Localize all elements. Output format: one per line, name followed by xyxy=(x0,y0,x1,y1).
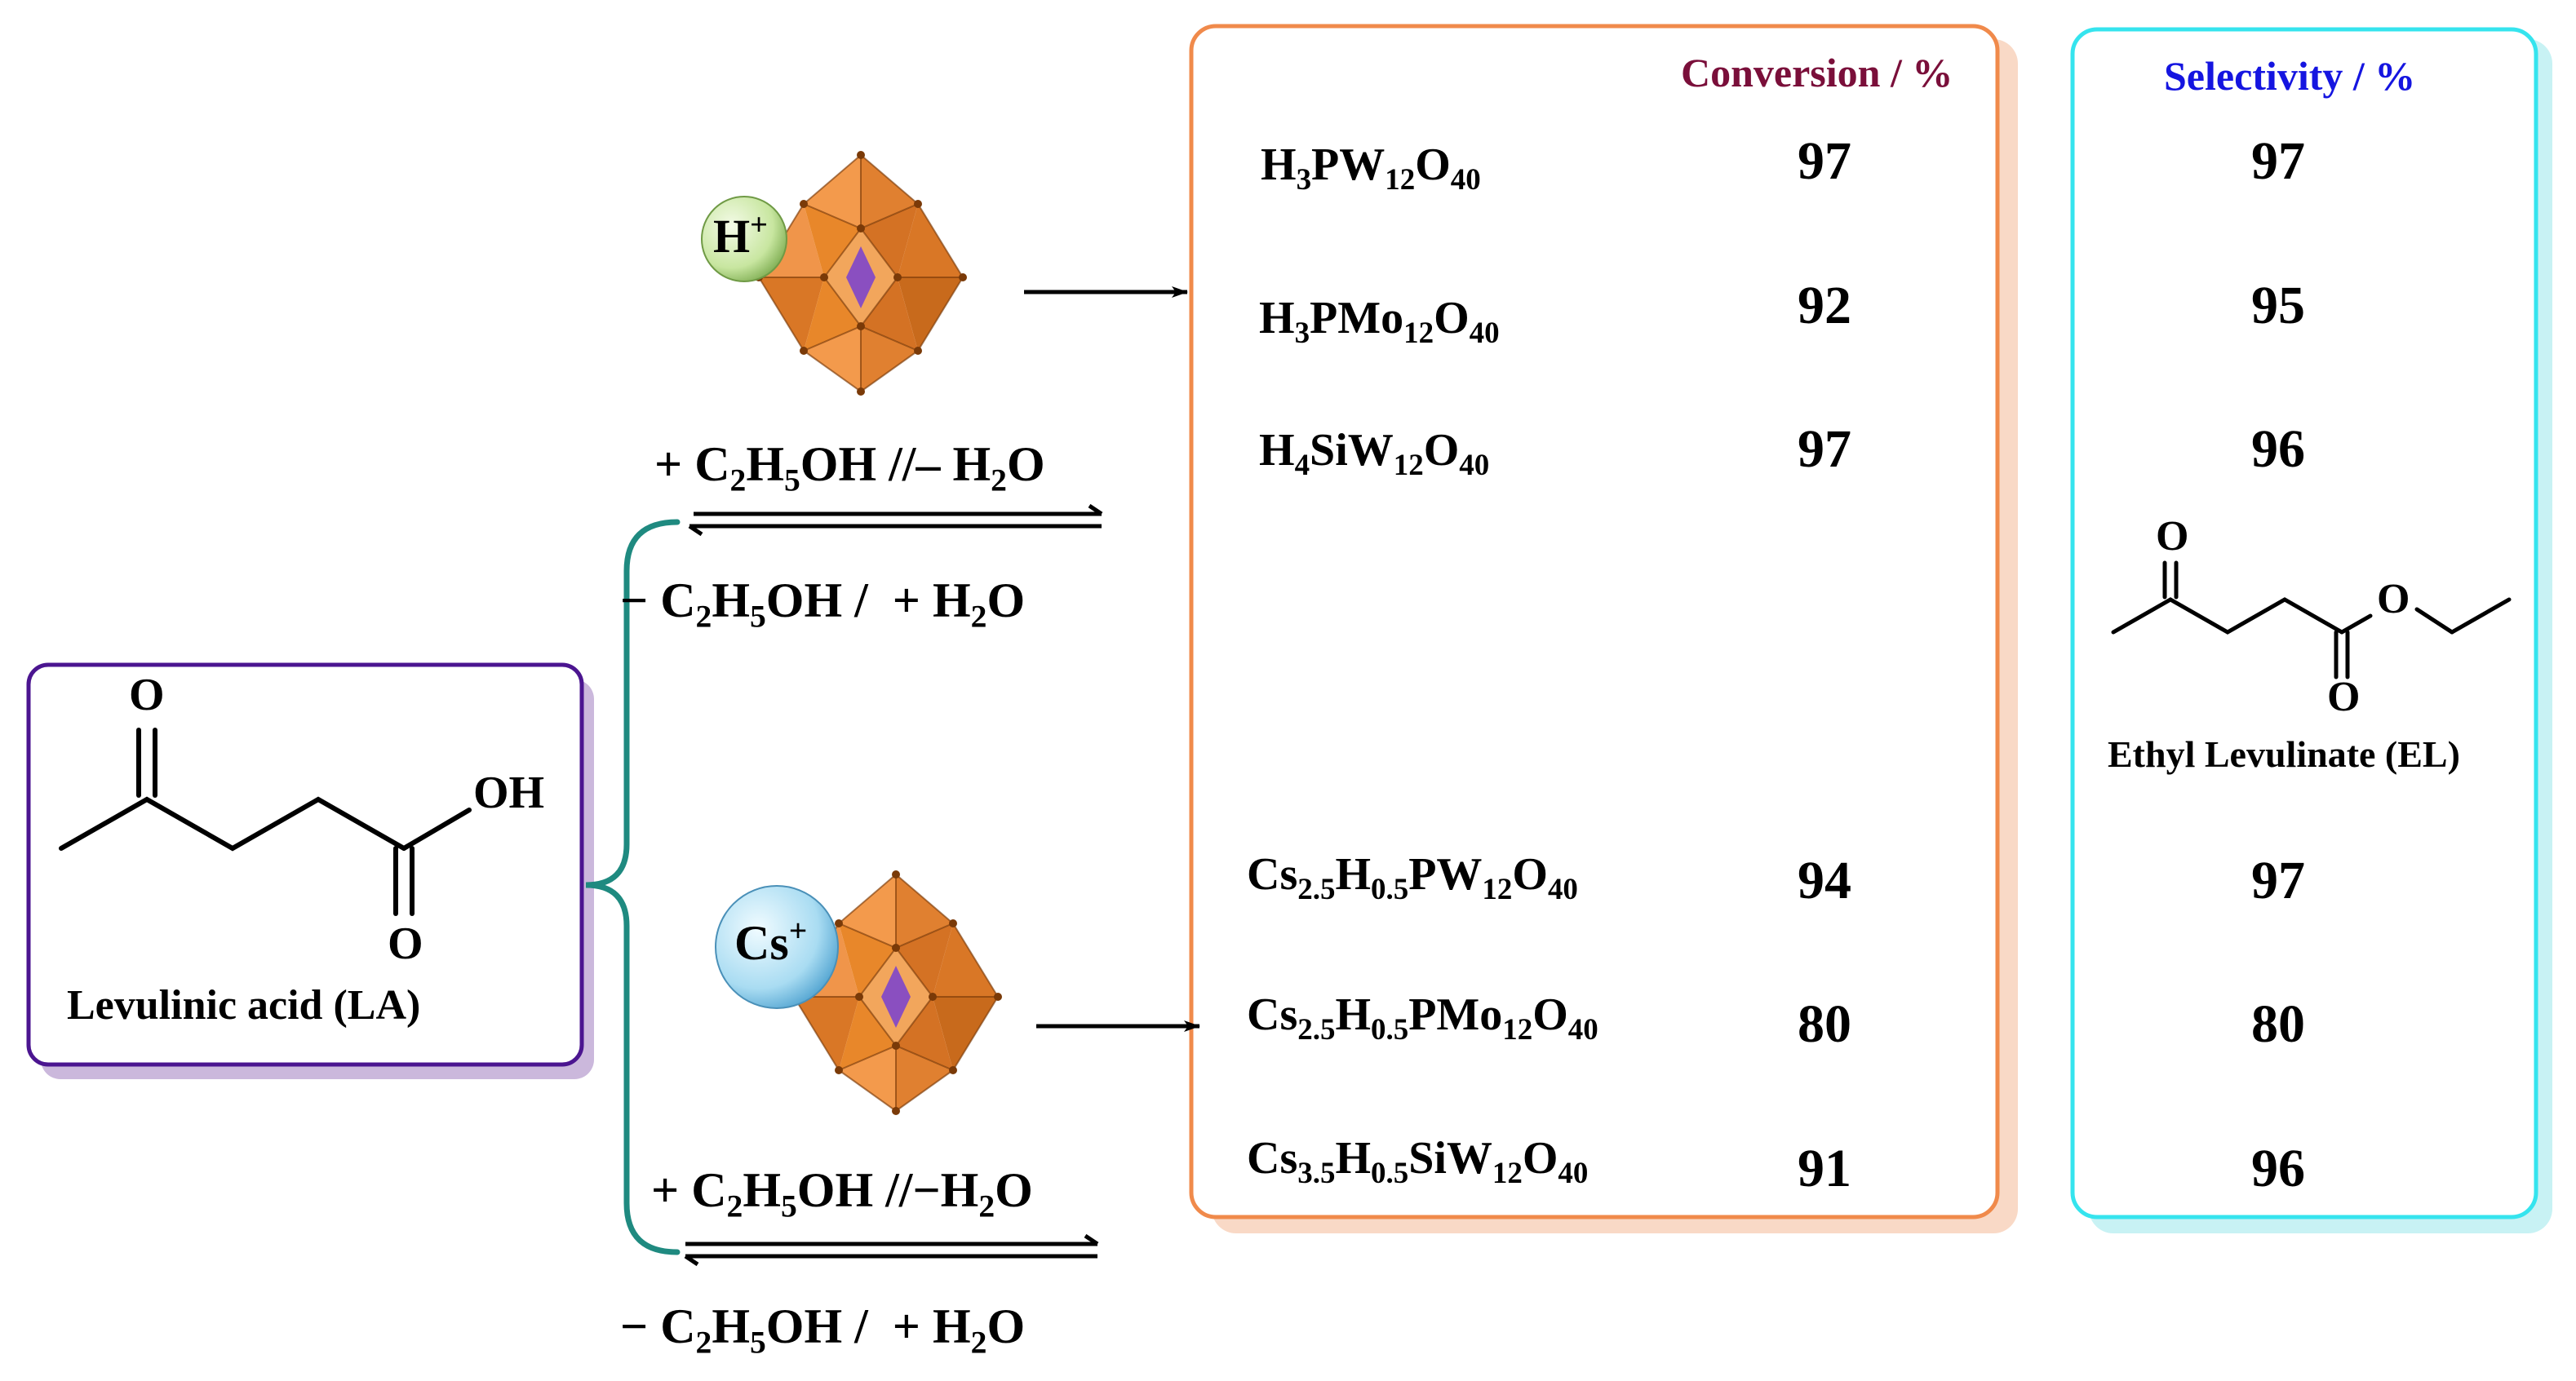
equilibrium-arrows-top xyxy=(688,503,1103,537)
selectivity-value-2: 95 xyxy=(2251,276,2305,335)
proton-label: H+ xyxy=(713,208,768,263)
conversion-value-3: 97 xyxy=(1798,419,1851,479)
condition-top-forward: + C2H5OH //– H2O xyxy=(654,437,1045,498)
condition-top-reverse: − C2H5OH / + H2O xyxy=(620,573,1026,635)
condition-bottom-forward: + C2H5OH //−H2O xyxy=(651,1163,1033,1224)
selectivity-value-4: 97 xyxy=(2251,851,2305,910)
product-name: Ethyl Levulinate (EL) xyxy=(2108,733,2460,775)
selectivity-value-6: 96 xyxy=(2251,1139,2305,1198)
product-ketone-o: O xyxy=(2156,513,2189,560)
catalyst-formula-3: H4SiW12O40 xyxy=(1259,425,1490,481)
product-ester-o: O xyxy=(2377,576,2410,622)
selectivity-value-3: 96 xyxy=(2251,419,2305,479)
conversion-value-1: 97 xyxy=(1798,131,1851,191)
catalyst-formula-6: Cs3.5H0.5SiW12O40 xyxy=(1247,1133,1589,1189)
equilibrium-arrows-bottom xyxy=(684,1233,1099,1267)
levulinic-acid-structure xyxy=(59,728,472,916)
selectivity-header: Selectivity / % xyxy=(2164,53,2416,99)
cesium-ball xyxy=(715,885,839,1009)
reactant-acid-o: O xyxy=(388,918,423,969)
ethyl-levulinate-structure xyxy=(2111,560,2512,679)
branch-bracket xyxy=(585,519,681,1255)
selectivity-value-5: 80 xyxy=(2251,994,2305,1054)
reactant-carbonyl-o: O xyxy=(129,670,165,720)
selectivity-box xyxy=(2070,27,2552,1233)
reactant-name: Levulinic acid (LA) xyxy=(67,982,421,1029)
catalyst-formula-5: Cs2.5H0.5PMo12O40 xyxy=(1247,989,1598,1046)
conversion-value-6: 91 xyxy=(1798,1139,1851,1198)
conversion-value-2: 92 xyxy=(1798,276,1851,335)
catalyst-formula-1: H3PW12O40 xyxy=(1261,139,1481,196)
conversion-box xyxy=(1189,24,2018,1233)
keggin-cluster-top xyxy=(754,150,968,396)
cesium-label: Cs+ xyxy=(734,913,808,970)
conversion-header: Conversion / % xyxy=(1681,50,1953,95)
catalyst-formula-2: H3PMo12O40 xyxy=(1259,293,1500,349)
catalyst-formula-4: Cs2.5H0.5PW12O40 xyxy=(1247,849,1578,905)
reactant-oh: OH xyxy=(473,768,545,818)
product-carbonyl-o: O xyxy=(2327,674,2361,720)
conversion-value-5: 80 xyxy=(1798,994,1851,1054)
reactant-box xyxy=(26,662,594,1079)
selectivity-value-1: 97 xyxy=(2251,131,2305,191)
condition-bottom-reverse: − C2H5OH / + H2O xyxy=(620,1299,1026,1361)
proton-ball xyxy=(701,196,787,282)
conversion-value-4: 94 xyxy=(1798,851,1851,910)
